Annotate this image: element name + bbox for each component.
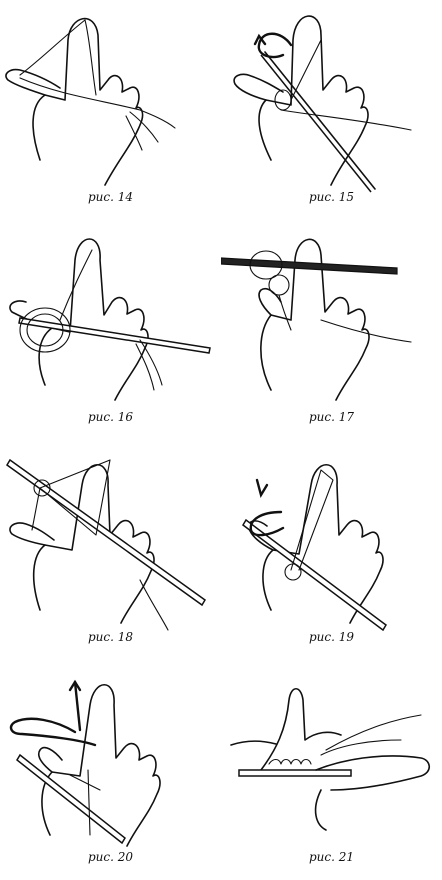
figure-14: рис. 14 [0, 0, 221, 220]
figure-19-drawing [242, 464, 387, 632]
figure-15-caption: рис. 15 [308, 190, 355, 204]
figure-17-drawing [221, 238, 412, 401]
figure-21-drawing [230, 687, 431, 831]
figure-19-caption: рис. 19 [308, 630, 355, 644]
figure-15-drawing [233, 15, 412, 193]
figure-16: рис. 16 [0, 220, 221, 440]
figure-20-drawing [9, 679, 161, 847]
figure-18: рис. 18 [0, 440, 221, 660]
figure-16-drawing [9, 238, 211, 401]
figure-16-caption: рис. 16 [87, 410, 134, 424]
figure-21: рис. 21 [221, 660, 442, 880]
figure-17-caption: рис. 17 [308, 410, 355, 424]
figure-21-caption: рис. 21 [308, 850, 355, 864]
figure-17: рис. 17 [221, 220, 442, 440]
figure-18-caption: рис. 18 [87, 630, 134, 644]
figure-20: рис. 20 [0, 660, 221, 880]
figure-14-drawing [5, 17, 176, 186]
figure-20-caption: рис. 20 [87, 850, 134, 864]
figure-14-caption: рис. 14 [87, 190, 134, 204]
figure-15: рис. 15 [221, 0, 442, 220]
figure-18-drawing [6, 458, 206, 631]
figure-19: рис. 19 [221, 440, 442, 660]
